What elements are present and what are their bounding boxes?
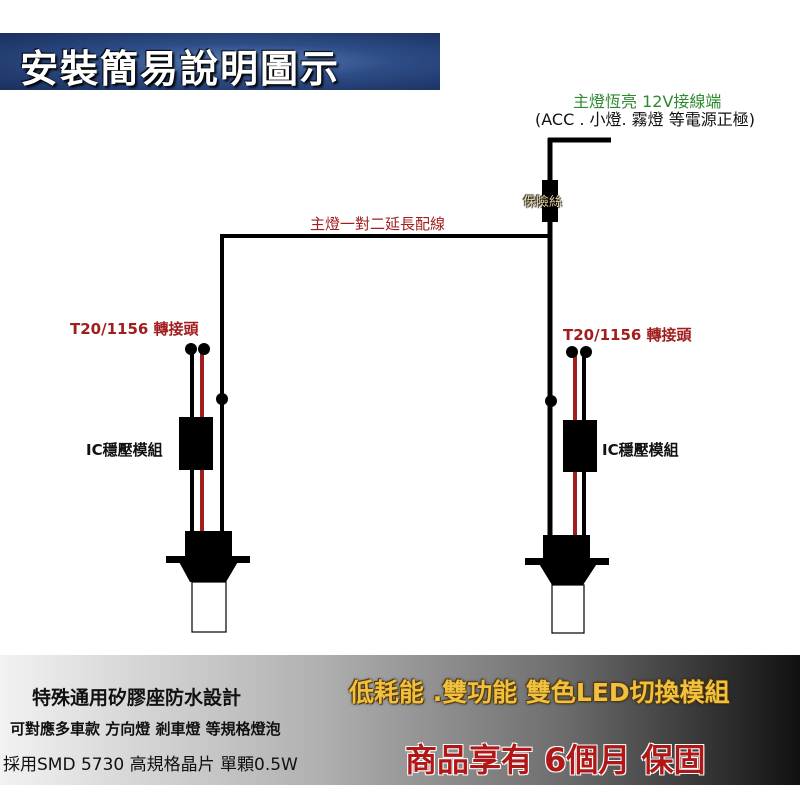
page-title: 安裝簡易說明圖示 — [20, 47, 341, 91]
fuse-label: 保險絲 — [523, 195, 563, 210]
right-bulb-tube — [551, 584, 585, 634]
left-bulb-tube — [191, 581, 227, 633]
extension-wire — [220, 234, 551, 535]
main-power-wire — [542, 137, 611, 540]
banner-line-1: 特殊通用矽膠座防水設計 — [32, 687, 242, 709]
banner-features: 低耗能 .雙功能 雙色LED切換模組 — [349, 678, 730, 707]
right-bulb-assembly — [525, 346, 609, 634]
banner-warranty: 商品享有 6個月 保固 — [405, 741, 706, 779]
left-module-label: IC穩壓模組 — [86, 441, 163, 459]
title-bar — [0, 33, 440, 90]
right-module-label: IC穩壓模組 — [602, 441, 679, 459]
fuse — [542, 180, 558, 222]
left-bulb-assembly — [166, 343, 250, 633]
left-adapter-label: T20/1156 轉接頭 — [70, 320, 199, 338]
banner-line-2: 可對應多車款 方向燈 剎車燈 等規格燈泡 — [10, 720, 281, 738]
power-terminal-label: 主燈恆亮 12V接線端 — [573, 92, 722, 111]
extension-wire-label: 主燈一對二延長配線 — [310, 215, 446, 233]
banner-line-3: 採用SMD 5730 高規格晶片 單顆0.5W — [3, 755, 298, 775]
promo-banner — [0, 655, 800, 785]
right-ic-module — [563, 420, 597, 472]
power-terminal-sublabel: (ACC . 小燈. 霧燈 等電源正極) — [535, 110, 756, 129]
right-adapter-label: T20/1156 轉接頭 — [563, 326, 692, 344]
left-ic-module — [179, 417, 213, 470]
